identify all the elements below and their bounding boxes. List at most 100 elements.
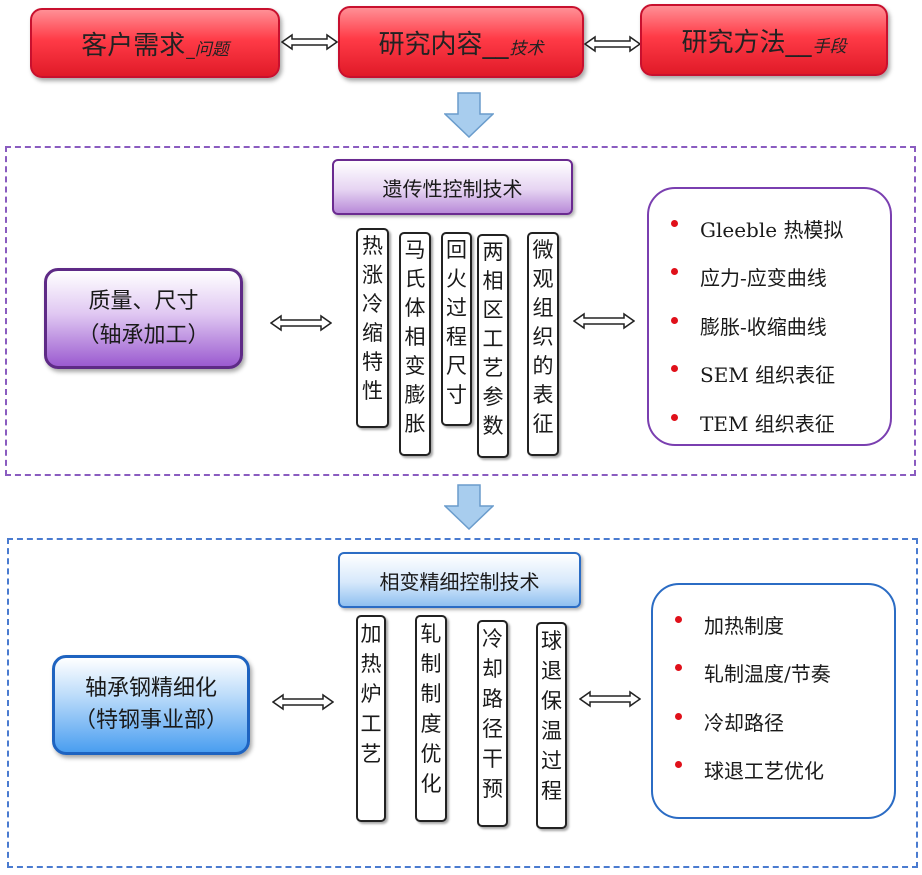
column-char: 胀 xyxy=(404,412,426,436)
section-phase-transformation-control xyxy=(7,538,918,868)
section1-methods-list: Gleeble 热模拟 应力-应变曲线 膨胀-收缩曲线 SEM 组织表征 TEM… xyxy=(647,187,892,446)
column-char: 氏 xyxy=(404,267,426,291)
research-method-label: 研究方法__ xyxy=(681,27,812,58)
bullet-dot-icon xyxy=(671,365,678,373)
column-char: 缩 xyxy=(362,321,383,345)
column-char: 温 xyxy=(541,719,562,743)
bullet-dot-icon xyxy=(675,761,682,769)
column-char: 相 xyxy=(482,269,504,293)
column-char: 化 xyxy=(420,772,442,796)
research-content-box: 研究内容__技术 xyxy=(338,6,584,78)
column-char: 回 xyxy=(446,238,467,262)
column-char: 工 xyxy=(360,712,382,736)
column-char: 退 xyxy=(541,659,562,683)
column-heating-furnace: 加 热 炉 工 艺 xyxy=(356,615,386,822)
bullet-dot-icon xyxy=(675,712,682,720)
column-char: 微 xyxy=(532,238,554,262)
column-char: 干 xyxy=(482,747,503,771)
bullet-text: TEM 组织表征 xyxy=(700,411,835,436)
column-char: 保 xyxy=(541,689,562,713)
column-char: 数 xyxy=(482,414,504,438)
double-arrow-icon xyxy=(270,314,332,332)
column-char: 过 xyxy=(541,749,562,773)
bullet-dot-icon xyxy=(675,615,682,623)
list-item: 膨胀-收缩曲线 xyxy=(671,301,890,350)
list-item: 冷却路径 xyxy=(675,697,894,746)
column-char: 涨 xyxy=(362,263,383,287)
column-char: 膨 xyxy=(404,383,426,407)
column-char: 艺 xyxy=(360,742,382,766)
double-arrow-icon xyxy=(573,312,635,330)
section2-title-text: 相变精细控制技术 xyxy=(379,569,540,594)
column-char: 路 xyxy=(482,687,503,711)
column-char: 征 xyxy=(532,412,554,436)
list-item: Gleeble 热模拟 xyxy=(671,204,890,253)
column-char: 却 xyxy=(482,657,503,681)
column-char: 优 xyxy=(420,742,442,766)
column-microstructure: 微 观 组 织 的 表 征 xyxy=(527,232,559,456)
section-heredity-control xyxy=(5,146,916,476)
list-item: TEM 组织表征 xyxy=(671,398,890,447)
double-arrow-icon xyxy=(272,693,334,711)
research-method-box: 研究方法__手段 xyxy=(640,4,888,76)
column-martensite-expansion: 马 氏 体 相 变 膨 胀 xyxy=(399,232,431,456)
bullet-dot-icon xyxy=(671,413,678,421)
research-content-sub: 技术 xyxy=(509,38,544,59)
double-arrow-icon xyxy=(584,35,641,53)
section1-title-text: 遗传性控制技术 xyxy=(382,176,523,201)
column-char: 组 xyxy=(532,296,554,320)
bullet-text: 加热制度 xyxy=(704,613,784,638)
column-char: 体 xyxy=(404,296,426,320)
column-char: 两 xyxy=(482,240,504,264)
section2-title: 相变精细控制技术 xyxy=(338,552,581,608)
column-thermal-expansion: 热 涨 冷 缩 特 性 xyxy=(356,228,389,428)
list-item: 加热制度 xyxy=(675,600,894,649)
down-arrow-icon xyxy=(444,92,494,138)
column-tempering-size: 回 火 过 程 尺 寸 xyxy=(441,232,472,426)
column-char: 观 xyxy=(532,267,554,291)
list-item: SEM 组织表征 xyxy=(671,350,890,399)
double-arrow-icon xyxy=(579,690,641,708)
column-char: 程 xyxy=(541,779,562,803)
customer-demand-sub: _问题 xyxy=(186,39,229,60)
column-char: 预 xyxy=(482,777,503,801)
research-content-label: 研究内容__ xyxy=(378,29,509,60)
bullet-text: 轧制温度/节奏 xyxy=(704,662,831,687)
bullet-text: 冷却路径 xyxy=(704,710,784,735)
bearing-steel-line2: （特钢事业部） xyxy=(73,708,228,733)
list-item: 应力-应变曲线 xyxy=(671,253,890,302)
column-char: 过 xyxy=(446,296,467,320)
customer-demand-label: 客户需求 xyxy=(81,30,186,61)
column-char: 工 xyxy=(482,327,504,351)
section1-title: 遗传性控制技术 xyxy=(332,159,573,215)
column-char: 度 xyxy=(420,712,442,736)
list-item: 球退工艺优化 xyxy=(675,746,894,795)
column-char: 特 xyxy=(362,350,383,374)
column-rolling-optimization: 轧 制 制 度 优 化 xyxy=(415,615,447,822)
bullet-dot-icon xyxy=(671,316,678,324)
column-char: 寸 xyxy=(446,383,467,407)
column-char: 冷 xyxy=(482,627,503,651)
column-char: 冷 xyxy=(362,292,383,316)
down-arrow-icon xyxy=(444,484,494,530)
column-char: 织 xyxy=(532,325,554,349)
bullet-text: Gleeble 热模拟 xyxy=(700,217,844,242)
bullet-dot-icon xyxy=(671,219,678,227)
column-char: 变 xyxy=(404,354,426,378)
column-cooling-path: 冷 却 路 径 干 预 xyxy=(477,620,508,827)
column-char: 程 xyxy=(446,325,467,349)
column-char: 马 xyxy=(404,238,426,262)
column-char: 表 xyxy=(532,383,554,407)
column-char: 制 xyxy=(420,652,442,676)
quality-size-line2: （轴承加工） xyxy=(77,322,210,348)
column-char: 轧 xyxy=(420,622,442,646)
column-spheroidizing: 球 退 保 温 过 程 xyxy=(536,622,567,829)
bullet-text: 膨胀-收缩曲线 xyxy=(700,314,827,339)
list-item: 轧制温度/节奏 xyxy=(675,649,894,698)
research-method-sub: 手段 xyxy=(812,36,847,57)
double-arrow-icon xyxy=(281,33,338,51)
bearing-steel-line1: 轴承钢精细化 xyxy=(84,676,217,701)
column-two-phase-params: 两 相 区 工 艺 参 数 xyxy=(477,234,509,458)
bullet-text: 球退工艺优化 xyxy=(704,759,824,784)
column-char: 球 xyxy=(541,629,562,653)
